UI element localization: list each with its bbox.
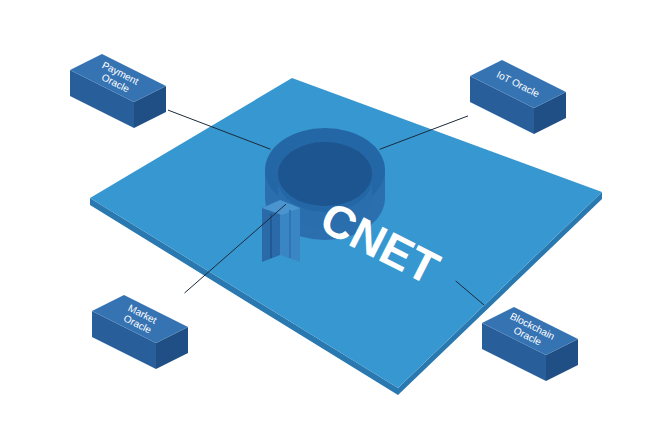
pillar-groove: [289, 210, 291, 258]
oracle-box: Market Oracle: [90, 293, 190, 371]
pillar-top: [262, 200, 300, 215]
connector-line: [380, 116, 468, 149]
oracle-prism: [468, 58, 568, 136]
connector-line: [456, 281, 484, 305]
prism-top-face: [70, 54, 166, 102]
hub-label: CNET: [309, 190, 450, 295]
connector-line: [168, 110, 270, 149]
pillar-groove: [270, 214, 272, 258]
oracle-prism: [480, 305, 580, 383]
connector-line: [185, 204, 286, 293]
hub-platform: CNET: [309, 190, 450, 295]
ring-hole: [278, 142, 372, 206]
oracle-prism: [90, 293, 190, 371]
prism-top-face: [482, 307, 578, 355]
oracle-box: Payment Oracle: [68, 52, 168, 130]
prism-top-face: [470, 60, 566, 108]
oracle-prism: [68, 52, 168, 130]
oracle-box: Blockchain Oracle: [480, 305, 580, 383]
prism-top-face: [92, 295, 188, 343]
oracle-box: IoT Oracle: [468, 58, 568, 136]
